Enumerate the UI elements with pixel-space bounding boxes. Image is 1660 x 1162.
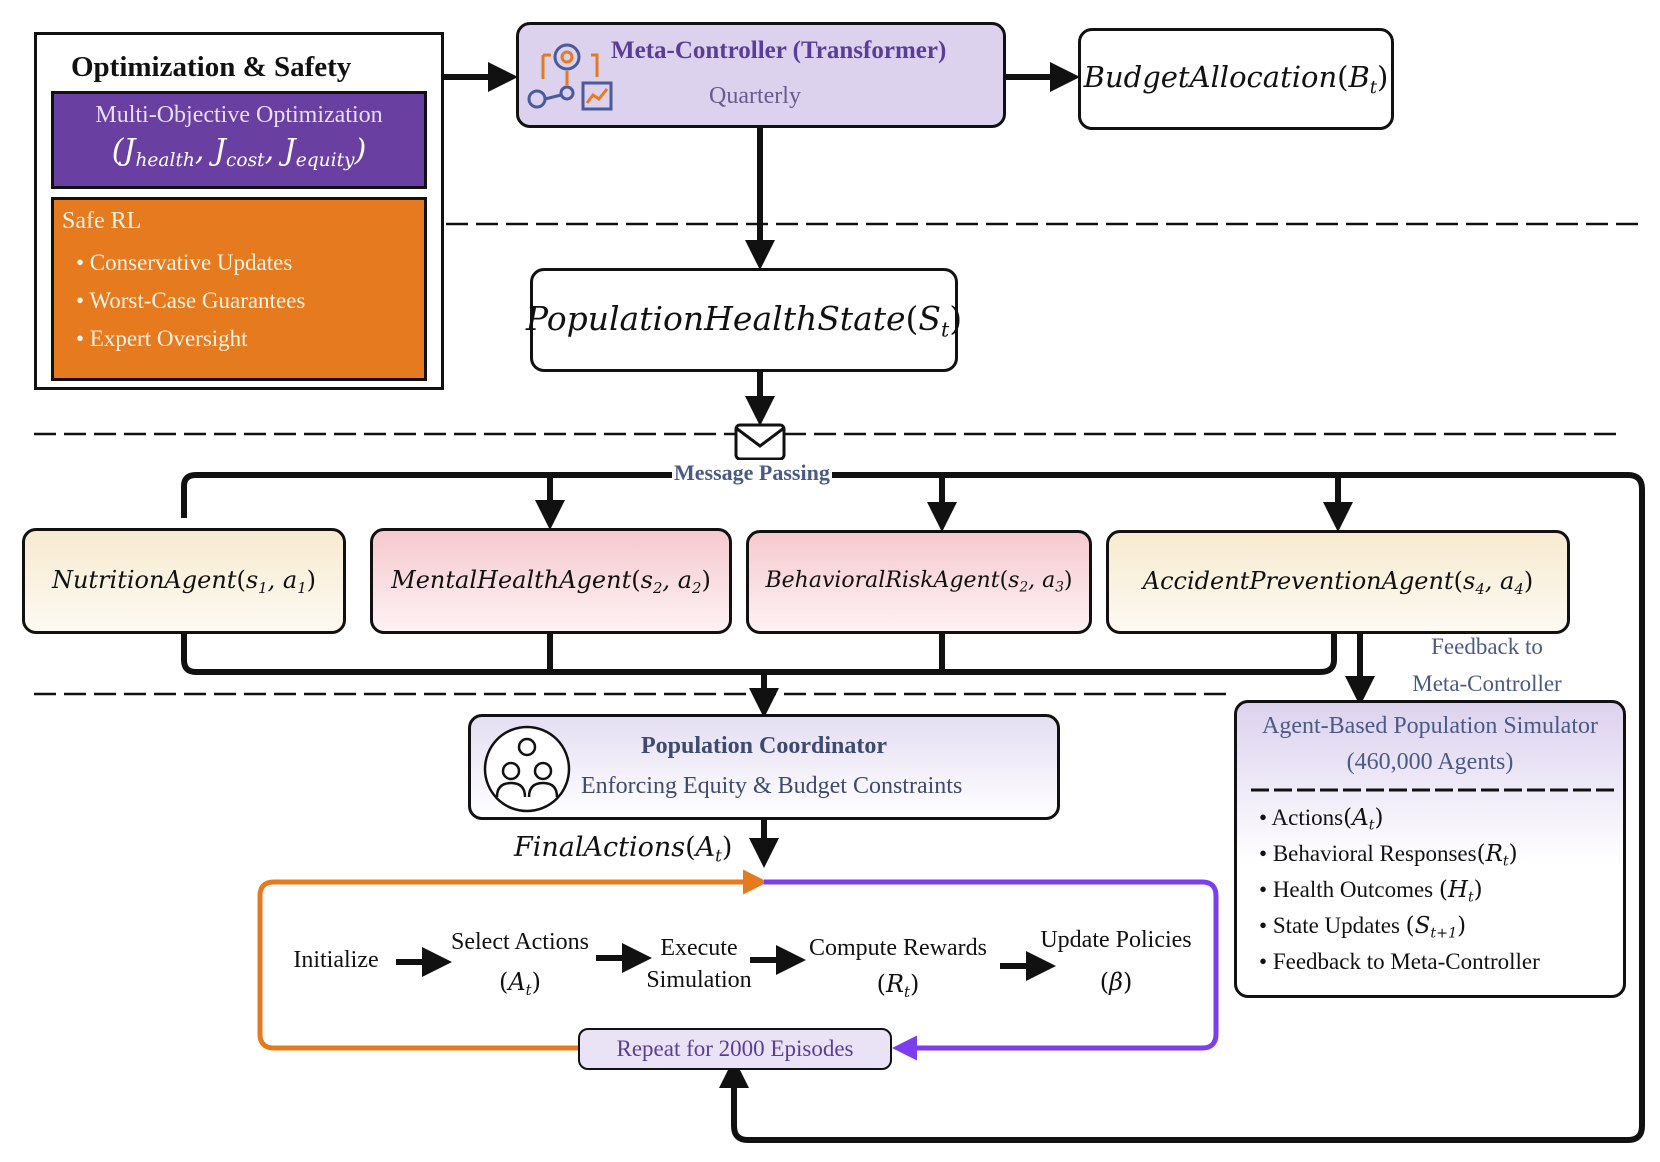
agent-name: NutritionAgent xyxy=(51,565,237,594)
simulator-item: • Actions(At) xyxy=(1259,805,1384,834)
nutrition-agent-box: NutritionAgent(s1, a1) xyxy=(22,528,346,634)
meta-controller-title: Meta-Controller (Transformer) xyxy=(611,37,947,64)
safe-rl-title: Safe RL xyxy=(62,208,142,234)
coordinator-subtitle: Enforcing Equity & Budget Constraints xyxy=(581,773,963,799)
feedback-label: Feedback to Meta-Controller xyxy=(1412,634,1562,696)
mental-health-agent-box: MentalHealthAgent(s2, a2) xyxy=(370,528,732,634)
multi-objective-box: Multi-Objective Optimization (Jhealth, J… xyxy=(51,91,427,189)
moo-objectives: (Jhealth, Jcost, Jequity) xyxy=(111,133,367,171)
agent-merge-bus xyxy=(181,634,1337,675)
budget-label: BudgetAllocation xyxy=(1083,60,1338,95)
state-label: PopulationHealthState xyxy=(525,298,906,338)
coordinator-title: Population Coordinator xyxy=(641,733,888,759)
simulator-title: Agent-Based Population Simulator xyxy=(1262,713,1598,739)
step-compute-rewards: Compute Rewards (Rt) xyxy=(809,935,987,1001)
population-coordinator-box: Population Coordinator Enforcing Equity … xyxy=(468,714,1060,820)
agent-name: AccidentPreventionAgent xyxy=(1142,566,1454,595)
simulator-subtitle: (460,000 Agents) xyxy=(1346,749,1514,775)
safe-item: • Expert Oversight xyxy=(76,326,248,351)
step-execute-simulation: Execute Simulation xyxy=(646,935,752,993)
population-simulator-box: Agent-Based Population Simulator (460,00… xyxy=(1234,700,1626,998)
step-initialize: Initialize xyxy=(293,947,379,973)
meta-controller-box: Meta-Controller (Transformer) Quarterly xyxy=(516,22,1006,128)
message-bus xyxy=(181,472,1645,1143)
simulator-item: • Feedback to Meta-Controller xyxy=(1259,949,1540,974)
accident-prevention-agent-box: AccidentPreventionAgent(s4, a4) xyxy=(1106,530,1570,634)
safe-rl-box: Safe RL • Conservative Updates • Worst-C… xyxy=(51,197,427,381)
behavioral-risk-agent-box: BehavioralRiskAgent(s2, a3) xyxy=(746,530,1092,634)
moo-label: Multi-Objective Optimization xyxy=(95,102,383,128)
simulator-item: • Behavioral Responses(Rt) xyxy=(1259,841,1518,870)
safe-item: • Worst-Case Guarantees xyxy=(76,288,306,313)
budget-allocation-box: BudgetAllocation(Bt) xyxy=(1078,28,1394,130)
optimization-safety-panel: Optimization & Safety Multi-Objective Op… xyxy=(34,32,444,390)
final-actions-label: FinalActions(At) xyxy=(514,832,733,866)
simulator-item: • State Updates (St+1) xyxy=(1259,913,1467,942)
simulator-divider xyxy=(1251,788,1615,792)
agent-name: BehavioralRiskAgent xyxy=(765,568,1000,594)
panel-title: Optimization & Safety xyxy=(71,51,352,83)
simulator-item: • Health Outcomes (Ht) xyxy=(1259,877,1483,906)
message-passing-label: Message Passing xyxy=(672,460,832,486)
agent-name: MentalHealthAgent xyxy=(391,565,632,594)
population-health-state-box: PopulationHealthState(St) xyxy=(526,268,962,372)
loop-orange xyxy=(257,869,768,1051)
loop-purple xyxy=(764,879,1219,1061)
meta-controller-subtitle: Quarterly xyxy=(709,83,801,109)
repeat-episodes-box: Repeat for 2000 Episodes xyxy=(578,1028,892,1070)
envelope-icon xyxy=(734,423,786,461)
team-icon xyxy=(483,725,571,813)
safe-item: • Conservative Updates xyxy=(76,250,293,275)
meta-controller-icon xyxy=(527,43,613,111)
step-select-actions: Select Actions (At) xyxy=(451,929,589,999)
step-update-policies: Update Policies (β) xyxy=(1040,927,1192,996)
